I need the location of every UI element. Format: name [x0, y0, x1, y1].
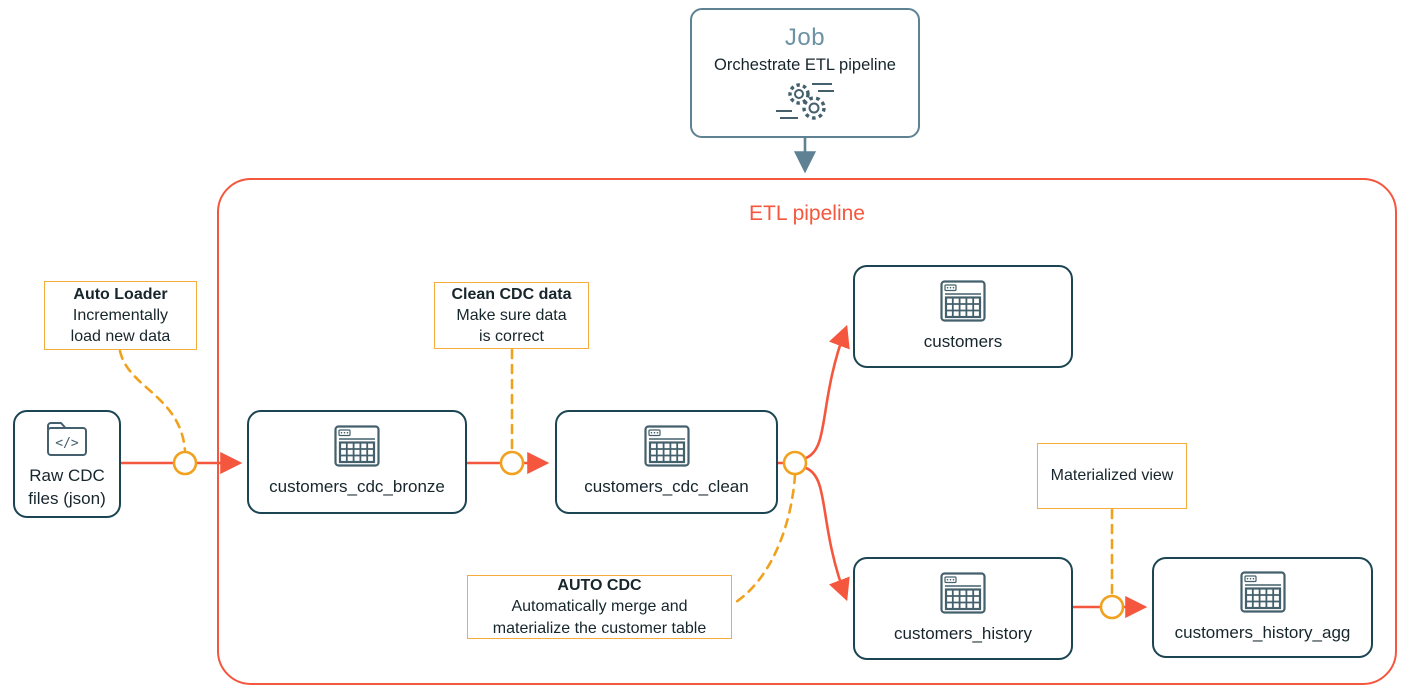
dashed-link-auto-loader [118, 349, 187, 453]
annotation-body: Materialized view [1050, 467, 1174, 485]
node-customers: customers [853, 265, 1073, 368]
annotation-materialized-view: Materialized view [1037, 443, 1187, 509]
etl-pipeline-title: ETL pipeline [749, 202, 865, 225]
annotation-title: Clean CDC data [451, 285, 572, 303]
annotation-body: Automatically merge and materialize the … [492, 598, 707, 637]
svg-text:</>: </> [55, 436, 79, 451]
junction-circle-auto-loader [172, 450, 198, 476]
node-label: customers_cdc_bronze [269, 477, 445, 497]
annotation-title: Auto Loader [73, 285, 168, 303]
annotation-auto-loader: Auto Loader Incrementally load new data [44, 281, 197, 350]
node-label: customers [923, 331, 1003, 351]
raw-cdc-files-node: </> Raw CDC files (json) [13, 410, 121, 518]
node-label: customers_history_agg [1174, 622, 1351, 642]
annotation-clean-cdc-data: Clean CDC data Make sure data is correct [434, 282, 589, 349]
node-label: customers_cdc_clean [584, 477, 749, 497]
annotation-body: Incrementally load new data [70, 306, 171, 346]
table-icon [334, 425, 380, 468]
node-label: customers_history [894, 623, 1032, 643]
table-icon [940, 572, 986, 614]
node-customers-history: customers_history [853, 557, 1073, 660]
etl-pipeline-container: ETL pipeline [217, 178, 1397, 685]
node-customers-cdc-bronze: customers_cdc_bronze [247, 410, 467, 514]
table-icon [940, 280, 986, 322]
gears-icon [774, 79, 836, 123]
node-customers-history-agg: customers_history_agg [1152, 557, 1373, 658]
node-label: Raw CDC files (json) [28, 466, 106, 508]
table-icon [643, 425, 690, 468]
annotation-auto-cdc: AUTO CDC Automatically merge and materia… [467, 575, 732, 639]
node-customers-cdc-clean: customers_cdc_clean [555, 410, 778, 514]
annotation-title: AUTO CDC [557, 577, 642, 595]
job-subtitle: Orchestrate ETL pipeline [714, 55, 896, 74]
code-folder-icon: </> [42, 418, 92, 460]
job-box: Job Orchestrate ETL pipeline [690, 8, 920, 138]
job-title: Job [784, 23, 826, 51]
table-icon [1239, 571, 1286, 613]
annotation-body: Make sure data is correct [456, 306, 567, 346]
